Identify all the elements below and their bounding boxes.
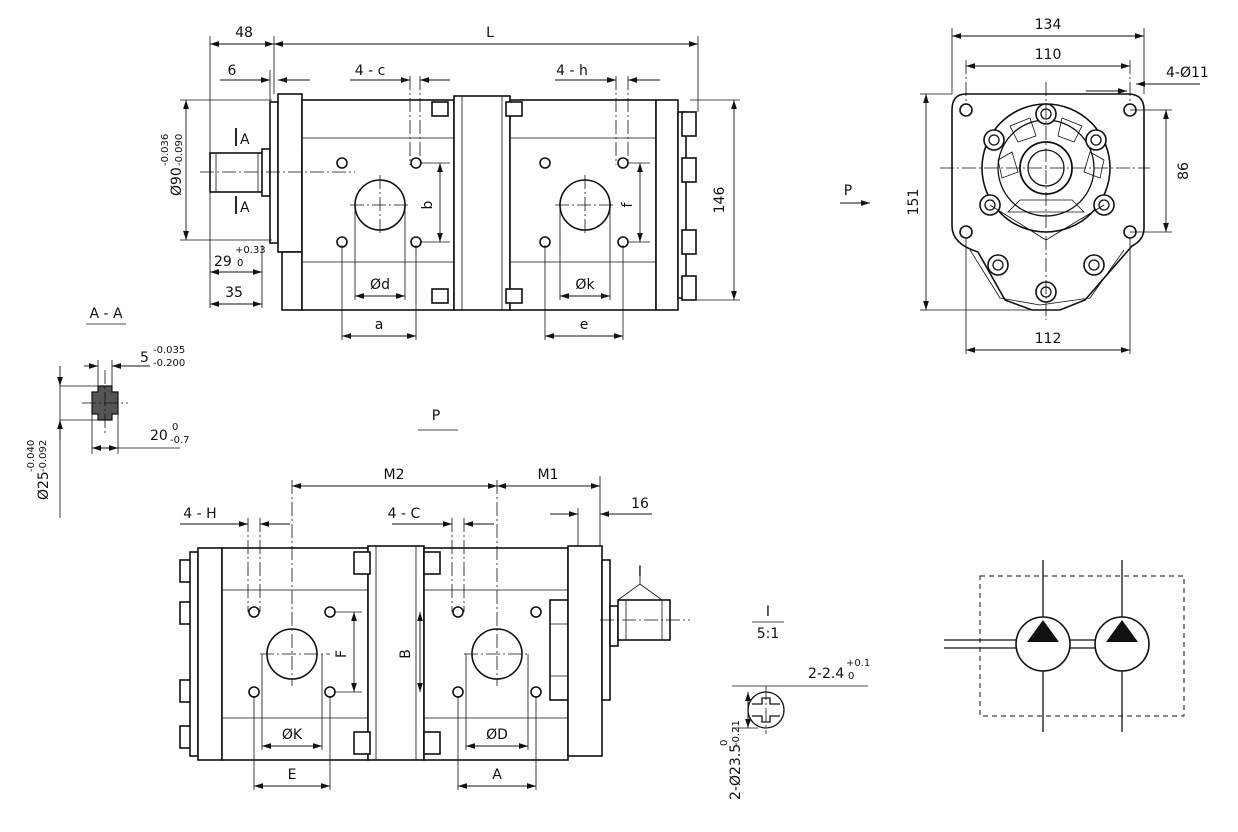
detail-scale: 5:1 [757,626,780,642]
dim-phi90: Ø90 [169,167,185,196]
dim-dia-upper: 0 [719,740,730,746]
pump-triangle-1 [1027,620,1059,642]
symbol-boundary [979,575,1185,717]
dim-F: F [334,650,350,658]
end-view: 134 110 4-Ø11 86 151 112 P [840,17,1209,354]
dim-e: e [580,317,589,333]
flange-p [567,545,603,757]
tie-bolts [431,101,697,304]
dim-B: B [398,649,414,659]
dim-dia-lower: -0.21 [731,720,742,746]
dim-f: f [620,201,636,207]
dim-dia: 2-Ø23.5 [728,744,744,800]
dim-4h: 4 - h [556,63,588,79]
dim-a: a [375,317,384,333]
detail-i: I 5:1 2-2.4 +0.1 0 2-Ø23.5 0 -0.21 [719,604,870,800]
pump-symbol-2 [1094,616,1150,672]
rear-cover [655,99,679,311]
dim-20-upper: 0 [172,422,178,433]
dim-phi-k: Øk [575,277,595,293]
intermediate-plate-p [367,545,425,761]
dim-29: 29 [214,254,232,270]
dim-134: 134 [1035,17,1062,33]
tie-bolts-p [353,551,441,755]
dim-16: 16 [631,496,649,512]
dim-146: 146 [712,187,728,214]
dim-slots: 2-2.4 [808,666,844,682]
mounting-flange [277,93,303,253]
dim-4c: 4 - c [355,63,386,79]
dim-20: 20 [150,428,168,444]
section-mark-a-top: A [240,132,250,148]
dim-phi-D: ØD [486,727,508,743]
dim-M1: M1 [538,467,559,483]
pump-triangle-2 [1106,620,1138,642]
hydraulic-symbol [944,560,1185,732]
dim-151: 151 [906,189,922,216]
view-p-title: P [432,408,440,424]
dim-L: L [486,25,494,41]
section-title: A - A [89,306,123,322]
section-a-a: A - A 5 -0.035 -0.200 20 0 -0.7 Ø2 [26,306,190,518]
dim-E: E [288,767,297,783]
dim-4-holes: 4-Ø11 [1166,65,1209,81]
dim-slots-lower: 0 [848,671,854,682]
section-mark-a-bottom: A [240,200,250,216]
dim-6: 6 [228,63,237,79]
dim-phi25-upper: -0.040 [26,440,37,472]
dim-phi-d: Ød [370,277,390,293]
dim-5-upper: -0.035 [153,345,185,356]
dim-112: 112 [1035,331,1062,347]
view-p: P I [179,408,690,790]
dim-29-lower: 0 [237,258,243,269]
dim-slots-upper: +0.1 [846,658,870,669]
rear-cover-p [197,547,223,761]
dim-48: 48 [235,25,253,41]
dim-b: b [420,200,436,209]
side-view: 48 L 6 4 - c 4 - h Ø90 -0.036 -0.090 A A… [160,25,740,340]
dim-4C: 4 - C [388,506,421,522]
dim-35: 35 [225,285,243,301]
dim-M2: M2 [384,467,405,483]
detail-title: I [766,604,770,620]
dim-phi25: Ø25 [36,471,52,500]
dim-5-lower: -0.200 [153,358,185,369]
dim-phi90-upper: -0.036 [160,134,171,166]
view-p-label: P [844,183,852,199]
detail-mark-i: I [638,564,642,580]
dim-phi-K: ØK [282,727,303,743]
dim-4H: 4 - H [183,506,216,522]
dim-20-lower: -0.7 [170,435,190,446]
dim-A: A [492,767,502,783]
intermediate-plate [453,95,511,311]
dim-86: 86 [1176,162,1192,180]
dim-110: 110 [1035,47,1062,63]
pump-symbol-1 [1015,616,1071,672]
dim-phi90-lower: -0.090 [174,134,185,166]
dim-5: 5 [140,350,149,366]
dim-phi25-lower: -0.092 [38,440,49,472]
dim-29-upper: +0.33 [235,245,266,256]
